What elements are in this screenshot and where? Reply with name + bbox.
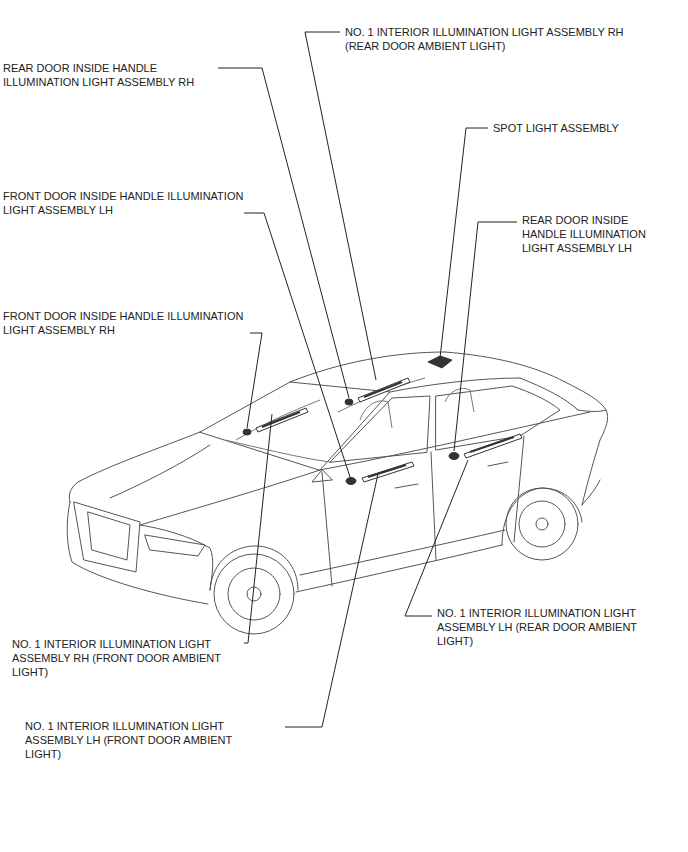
- part-label: NO. 1 INTERIOR ILLUMINATION LIGHT ASSEMB…: [12, 637, 244, 679]
- drawing-stroke: [578, 410, 606, 412]
- drawing-stroke: [520, 378, 578, 410]
- drawing-stroke: [395, 484, 418, 488]
- drawing-stroke: [67, 502, 208, 604]
- drawing-stroke: [519, 501, 565, 547]
- drawing-stroke: [440, 128, 488, 358]
- drawing-stroke: [214, 554, 294, 634]
- drawing-stroke: [488, 462, 508, 466]
- drawing-stroke: [506, 488, 578, 560]
- part-label: FRONT DOOR INSIDE HANDLE ILLUMINATION LI…: [3, 189, 251, 217]
- drawing-stroke: [330, 396, 430, 462]
- drawing-stroke: [358, 378, 410, 402]
- drawing-stroke: [470, 437, 514, 452]
- part-label: SPOT LIGHT ASSEMBLY: [493, 121, 673, 135]
- drawing-stroke: [256, 408, 308, 432]
- drawing-stroke: [502, 488, 582, 545]
- drawing-stroke: [300, 530, 505, 575]
- drawing-stroke: [69, 432, 200, 502]
- drawing-stroke: [290, 352, 445, 382]
- drawing-stroke: [244, 414, 272, 643]
- drawing-stroke: [536, 518, 548, 530]
- drawing-stroke: [346, 478, 356, 485]
- drawing-stroke: [200, 382, 390, 470]
- drawing-stroke: [296, 545, 502, 592]
- drawing-stroke: [454, 222, 517, 451]
- drawing-stroke: [244, 213, 350, 477]
- drawing-stroke: [362, 462, 414, 482]
- drawing-stroke: [110, 445, 210, 498]
- drawing-stroke: [74, 502, 140, 572]
- light-parts: [243, 356, 522, 485]
- drawing-stroke: [140, 525, 213, 590]
- drawing-stroke: [364, 382, 402, 397]
- drawing-stroke: [449, 453, 459, 460]
- drawing-stroke: [145, 535, 205, 556]
- part-label: FRONT DOOR INSIDE HANDLE ILLUMINATION LI…: [3, 309, 251, 337]
- part-label: REAR DOOR INSIDE HANDLE ILLUMINATION LIG…: [3, 61, 208, 89]
- part-label: NO. 1 INTERIOR ILLUMINATION LIGHT ASSEMB…: [25, 719, 265, 761]
- drawing-stroke: [464, 434, 522, 458]
- drawing-stroke: [88, 512, 130, 560]
- drawing-stroke: [345, 399, 353, 405]
- drawing-stroke: [436, 386, 560, 450]
- drawing-stroke: [247, 333, 262, 428]
- drawing-stroke: [431, 452, 436, 560]
- drawing-stroke: [360, 401, 392, 428]
- car-body: [67, 352, 607, 634]
- drawing-stroke: [285, 474, 378, 727]
- drawing-stroke: [338, 378, 425, 412]
- drawing-stroke: [262, 412, 300, 427]
- drawing-stroke: [218, 68, 349, 398]
- drawing-stroke: [140, 470, 320, 525]
- part-label: REAR DOOR INSIDE HANDLE ILLUMINATION LIG…: [522, 213, 667, 255]
- drawing-stroke: [565, 382, 608, 505]
- drawing-stroke: [312, 470, 332, 482]
- drawing-stroke: [582, 480, 600, 505]
- drawing-stroke: [405, 460, 468, 616]
- drawing-stroke: [243, 429, 251, 435]
- part-label: NO. 1 INTERIOR ILLUMINATION LIGHT ASSEMB…: [437, 606, 665, 648]
- part-label: NO. 1 INTERIOR ILLUMINATION LIGHT ASSEMB…: [345, 25, 650, 53]
- drawing-stroke: [368, 465, 406, 477]
- drawing-stroke: [228, 568, 280, 620]
- car-interior: [225, 378, 474, 462]
- drawing-stroke: [225, 440, 330, 462]
- drawing-stroke: [305, 32, 376, 380]
